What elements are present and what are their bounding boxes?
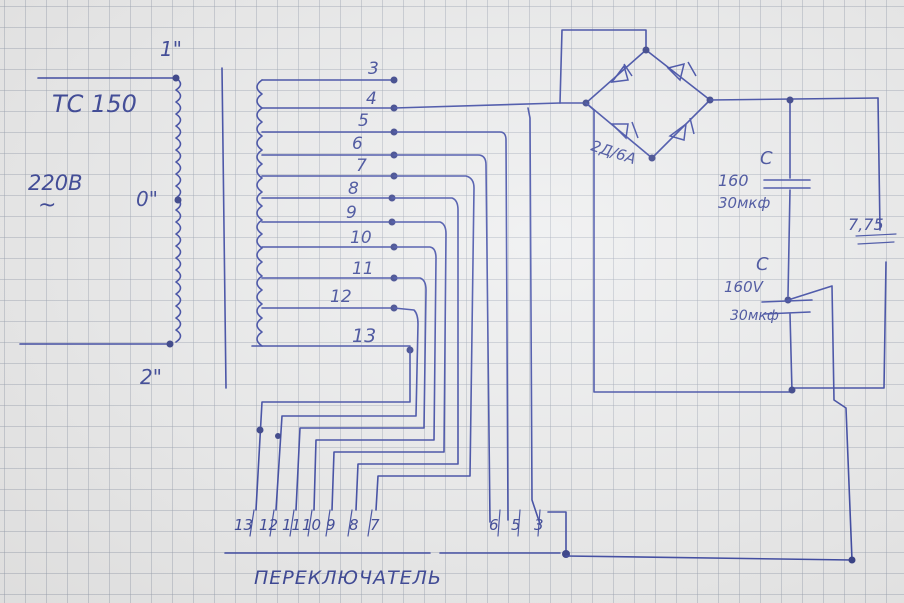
contact-label: 6 [489, 516, 499, 534]
contact-label: 9 [326, 516, 336, 534]
contact-label: 7 [370, 516, 380, 534]
capacitor-2-voltage: 160V [724, 278, 765, 296]
transformer-core [221, 67, 227, 389]
tap-label: 7 [356, 156, 367, 176]
capacitor-bank [761, 96, 856, 564]
contact-label: 11 [282, 516, 301, 534]
tap-label: 11 [352, 259, 374, 279]
contact-label: 13 [234, 516, 253, 534]
transformer-model: ТС 150 [52, 90, 137, 118]
tap-label: 12 [330, 287, 352, 307]
bridge-rectifier [559, 29, 887, 393]
tap-labels: 3 4 5 6 7 8 9 10 11 12 13 [330, 59, 379, 347]
terminal-2-label: 2" [140, 365, 162, 389]
tap-label: 4 [366, 89, 377, 109]
tap-wiring [255, 102, 561, 525]
load-resistor [855, 233, 897, 245]
capacitor-2-capacitance: 30мкф [730, 308, 779, 324]
capacitor-2-symbol: C [756, 254, 769, 275]
switch-contacts [224, 509, 853, 561]
tap-label: 6 [352, 134, 363, 154]
contact-label: 10 [302, 516, 321, 534]
capacitor-1-symbol: C [760, 148, 773, 169]
capacitor-1-capacitance: 30мкф [718, 194, 770, 212]
terminal-0-dot [174, 196, 182, 204]
secondary-winding [251, 76, 414, 354]
terminal-0-label: 0" [136, 187, 158, 211]
contact-label: 8 [349, 516, 359, 534]
tap-label: 3 [368, 59, 379, 79]
primary-winding [19, 74, 182, 348]
contact-label: 5 [511, 516, 521, 534]
contact-label: 3 [534, 516, 544, 534]
tap-label: 9 [346, 203, 357, 223]
tap-label: 5 [358, 111, 369, 131]
tap-label: 10 [350, 228, 372, 248]
contact-label: 12 [259, 516, 278, 534]
diode-label: 2Д/6А [589, 137, 638, 168]
tap-label: 8 [348, 179, 359, 199]
terminal-2-dot [166, 340, 174, 348]
terminal-1-dot [172, 74, 180, 82]
terminal-1-label: 1" [160, 37, 182, 61]
switch-title: ПЕРЕКЛЮЧАТЕЛЬ [254, 567, 442, 589]
capacitor-1-voltage: 160 [718, 171, 749, 190]
load-value-label: 7,75 [848, 215, 884, 234]
ac-symbol: ~ [38, 193, 56, 218]
tap-label: 13 [352, 325, 376, 347]
switch-contact-labels: 13 12 11 10 9 8 7 6 5 3 [234, 516, 544, 534]
primary-voltage-label: 220В [28, 171, 83, 195]
